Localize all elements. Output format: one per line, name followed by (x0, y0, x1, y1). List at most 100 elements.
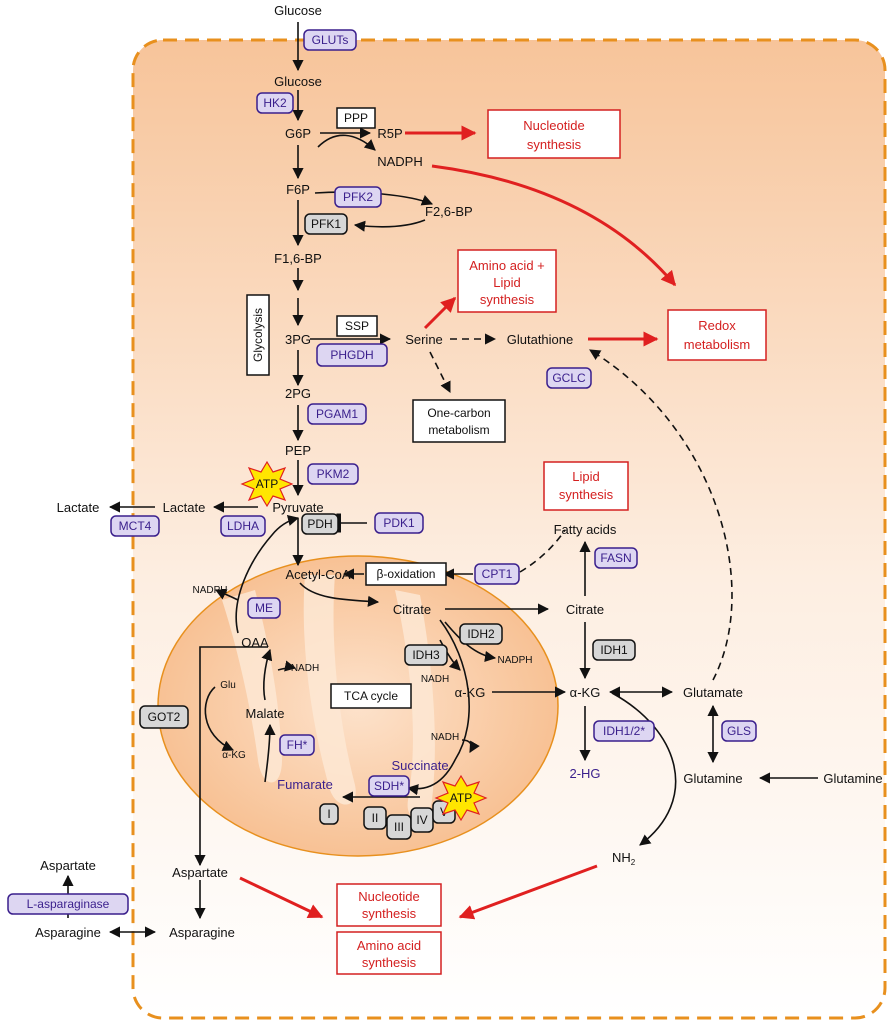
atp-pyruvate: ATP (256, 477, 278, 491)
ppp: PPP (344, 111, 368, 125)
metabolite-labels: Glucose Glucose G6P R5P NADPH F6P F2,6-B… (35, 3, 883, 940)
r5p: R5P (377, 126, 402, 141)
pgam1: PGAM1 (316, 407, 358, 421)
pfk1: PFK1 (311, 217, 341, 231)
asparagine: Asparagine (169, 925, 235, 940)
nadph: NADPH (377, 154, 423, 169)
acetyl-coa: Acetyl-CoA (285, 567, 350, 582)
oaa: OAA (241, 635, 269, 650)
pdh: PDH (307, 517, 332, 531)
glu: Glu (220, 680, 236, 691)
nadh-akg: NADH (431, 732, 459, 743)
idh2: IDH2 (467, 627, 495, 641)
fh: FH* (287, 738, 308, 752)
phgdh: PHGDH (330, 348, 373, 362)
2-hg: 2-HG (569, 766, 600, 781)
atp-star-etc: ATP (434, 774, 488, 822)
citrate-mito: Citrate (393, 602, 431, 617)
succinate: Succinate (391, 758, 448, 773)
complex-3: III (394, 820, 404, 834)
tca-cycle: TCA cycle (344, 689, 398, 703)
nucleotide-top-1: Nucleotide (523, 118, 584, 133)
lipid-1: Lipid (572, 469, 599, 484)
amino-lipid-1: Amino acid + (469, 258, 545, 273)
f16bp: F1,6-BP (274, 251, 322, 266)
complex-4: IV (416, 813, 427, 827)
aspartate-ext: Aspartate (40, 858, 96, 873)
dashed-arrows (429, 333, 733, 681)
lactate-out: Lactate (57, 500, 100, 515)
glutamine: Glutamine (683, 771, 742, 786)
amino-bottom-2: synthesis (362, 955, 417, 970)
pg2: 2PG (285, 386, 311, 401)
glutathione: Glutathione (507, 332, 574, 347)
pathway-arrows (62, 22, 818, 938)
enzyme-boxes: GLUTs HK2 PFK2 PHGDH PGAM1 PKM2 LDHA MCT… (7, 29, 757, 915)
got2: GOT2 (148, 710, 181, 724)
idh3: IDH3 (412, 648, 440, 662)
lipid-2: synthesis (559, 487, 614, 502)
nucleotide-top-2: synthesis (527, 137, 582, 152)
pg3: 3PG (285, 332, 311, 347)
fasn: FASN (600, 551, 631, 565)
output-boxes: Nucleotide synthesis Amino acid + Lipid … (336, 109, 767, 975)
gclc: GCLC (552, 371, 586, 385)
l-asparaginase: L-asparaginase (27, 897, 110, 911)
nucleotide-bottom-1: Nucleotide (358, 889, 419, 904)
nadph-idh2: NADPH (497, 655, 532, 666)
glucose-ext: Glucose (274, 3, 322, 18)
nadh-idh3: NADH (421, 674, 449, 685)
pkm2: PKM2 (317, 467, 350, 481)
pathway-boxes: PPP SSP Glycolysis One-carbon metabolism… (246, 107, 506, 709)
ssp: SSP (345, 319, 369, 333)
ldha: LDHA (227, 519, 259, 533)
amino-lipid-2: Lipid (493, 275, 520, 290)
idh1: IDH1 (600, 643, 628, 657)
hk2: HK2 (263, 96, 287, 110)
redox-2: metabolism (684, 337, 750, 352)
nh2: NH2 (612, 850, 636, 867)
lactate-in: Lactate (163, 500, 206, 515)
akg-cyto: α-KG (570, 685, 601, 700)
redox-1: Redox (698, 318, 736, 333)
glycolysis: Glycolysis (251, 308, 265, 362)
pdk1: PDK1 (383, 516, 415, 530)
gluts: GLUTs (312, 33, 349, 47)
one-carbon-2: metabolism (428, 423, 489, 437)
beta-oxidation: β-oxidation (377, 567, 436, 581)
fatty-acids: Fatty acids (554, 522, 617, 537)
nucleotide-bottom-2: synthesis (362, 906, 417, 921)
f26bp: F2,6-BP (425, 204, 473, 219)
pfk2: PFK2 (343, 190, 373, 204)
idh12: IDH1/2* (603, 724, 645, 738)
glutamine-ext: Glutamine (823, 771, 882, 786)
me: ME (255, 601, 273, 615)
nadh-oaa: NADH (291, 663, 319, 674)
amino-lipid-3: synthesis (480, 292, 535, 307)
glutamate: Glutamate (683, 685, 743, 700)
complex-1: I (327, 807, 330, 821)
gray-enzyme-boxes: PFK1 PDH IDH2 IDH3 IDH1 GOT2 I II III IV… (139, 213, 636, 840)
asparagine-ext: Asparagine (35, 925, 101, 940)
g6p: G6P (285, 126, 311, 141)
nadph-me: NADPH (192, 585, 227, 596)
pep: PEP (285, 443, 311, 458)
citrate-cyto: Citrate (566, 602, 604, 617)
pyruvate: Pyruvate (272, 500, 323, 515)
sdh: SDH* (374, 779, 404, 793)
output-arrows (239, 125, 677, 920)
glucose: Glucose (274, 74, 322, 89)
malate: Malate (245, 706, 284, 721)
gls: GLS (727, 724, 751, 738)
serine: Serine (405, 332, 443, 347)
complex-2: II (372, 811, 379, 825)
atp-etc: ATP (450, 791, 472, 805)
atp-star-pyruvate: ATP (240, 460, 294, 508)
akg-got: α-KG (222, 750, 246, 761)
one-carbon-1: One-carbon (427, 406, 490, 420)
akg-mito: α-KG (455, 685, 486, 700)
fumarate: Fumarate (277, 777, 333, 792)
f6p: F6P (286, 182, 310, 197)
